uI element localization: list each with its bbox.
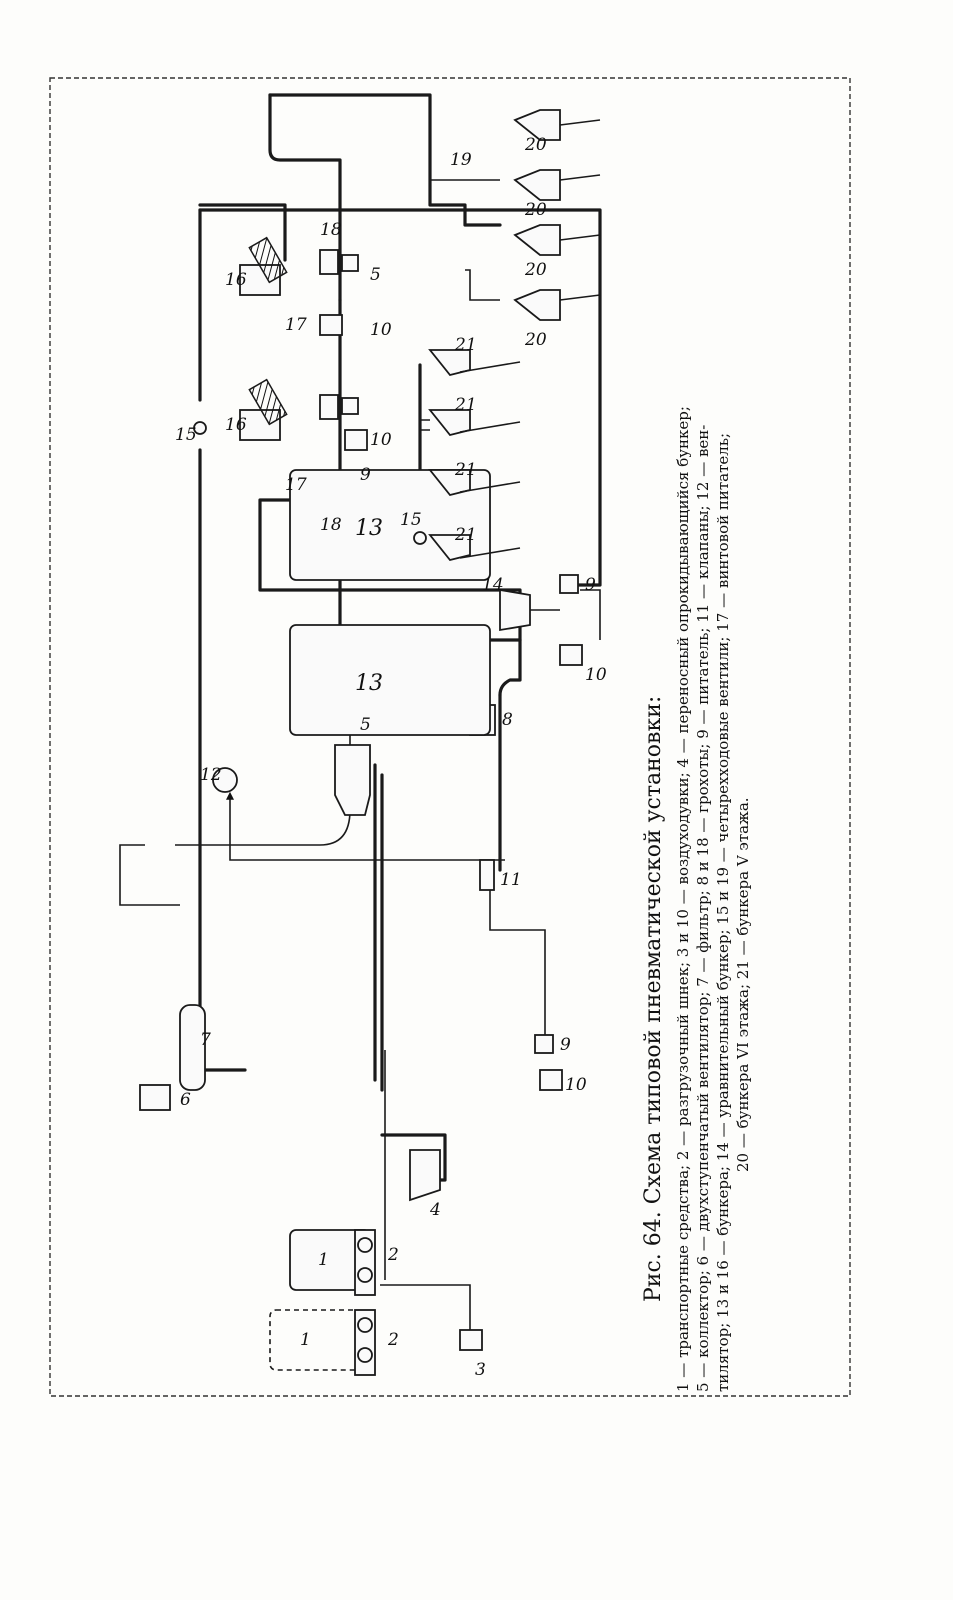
label-hopper-20a: 20 <box>524 330 547 350</box>
label-feeder-9c: 9 <box>360 465 371 485</box>
label-valve-15b: 15 <box>400 510 422 530</box>
caption-title: Рис. 64. Схема типовой пневматической ус… <box>641 696 666 1302</box>
figure-frame <box>49 77 851 1397</box>
feeder-9b <box>559 574 579 594</box>
label-screw-17b: 17 <box>285 315 307 335</box>
label-valve-11: 11 <box>500 870 522 890</box>
label-screen-8: 8 <box>502 710 513 730</box>
label-hopper-21d: 21 <box>454 335 477 355</box>
label-blower-3: 3 <box>475 1360 486 1380</box>
collector-5 <box>334 744 371 816</box>
screw-roller-3 <box>357 1317 373 1333</box>
label-blower-10a: 10 <box>565 1075 587 1095</box>
label-hopper-16a: 16 <box>225 415 247 435</box>
valve-11 <box>479 859 495 891</box>
blower-10b <box>559 644 583 666</box>
screen-18b <box>319 249 339 275</box>
figure-caption: Рис. 64. Схема типовой пневматической ус… <box>641 406 752 1392</box>
fan-12 <box>212 767 238 793</box>
fan-6 <box>139 1084 171 1111</box>
screw-feeder-17b <box>248 236 288 284</box>
pipe-fan-12 <box>226 791 505 861</box>
label-blower-10b: 10 <box>585 665 607 685</box>
filter-7 <box>179 1004 206 1091</box>
pipe-return-upper <box>198 208 602 587</box>
hopper-20-outlets <box>559 119 601 301</box>
screw-roller-1 <box>357 1237 373 1253</box>
label-hopper-16b: 16 <box>225 270 247 290</box>
silo-13a <box>289 469 491 581</box>
blower-10a <box>539 1069 563 1091</box>
pipe-right-main <box>268 93 342 302</box>
label-screw-17a: 17 <box>285 475 307 495</box>
label-screw-a: 2 <box>387 1245 399 1265</box>
pipe-upper-feed <box>198 448 247 1072</box>
screw-roller-4 <box>357 1347 373 1363</box>
screw-feeder-17a <box>248 378 288 426</box>
label-hopper-21b: 21 <box>454 460 477 480</box>
caption-legend-line-1: 1 — транспортные средства; 2 — разгрузоч… <box>674 406 692 1392</box>
label-fan-12: 12 <box>200 765 222 785</box>
label-eq-hopper-14: 14 <box>482 575 504 595</box>
label-screw-b: 2 <box>387 1330 399 1350</box>
pipe-right-branch <box>198 203 287 262</box>
hopper-20c <box>513 169 561 201</box>
label-screen-18a: 18 <box>320 515 342 535</box>
blower-3 <box>459 1329 483 1351</box>
tipping-hopper-4 <box>409 1149 441 1202</box>
pipe-riser-2 <box>498 638 522 697</box>
caption-legend-line-3: тилятор; 13 и 16 — бункера; 14 — уравнит… <box>714 433 732 1392</box>
label-valve-15a: 15 <box>175 425 197 445</box>
label-valve-19: 19 <box>450 150 472 170</box>
feeder-9c <box>341 397 359 415</box>
label-fan-6: 6 <box>180 1090 191 1110</box>
label-hopper-20b: 20 <box>524 260 547 280</box>
label-hopper-21a: 21 <box>454 525 477 545</box>
label-transport: 1 <box>318 1250 329 1270</box>
hopper-21a <box>428 534 471 562</box>
label-hopper-4: 4 <box>429 1200 441 1220</box>
hopper-20b <box>513 224 561 256</box>
valve-15a <box>193 421 207 435</box>
pipe-fan-to-filter <box>119 844 180 906</box>
caption-legend-line-4: 20 — бункера VI этажа; 21 — бункера V эт… <box>734 797 752 1172</box>
pipe-feeder-to-valve <box>486 866 546 1050</box>
label-silo-13b: 13 <box>355 671 383 696</box>
caption-legend-line-2: 5 — коллектор; 6 — двухступенчатый венти… <box>694 425 712 1392</box>
pipe-to-20a <box>268 93 502 227</box>
valve-15b <box>413 531 427 545</box>
pipe-blower-3 <box>380 1284 471 1340</box>
label-hopper-21c: 21 <box>454 395 477 415</box>
label-transport-dashed: 1 <box>300 1330 311 1350</box>
screw-roller-2 <box>357 1267 373 1283</box>
label-feeder-9b: 9 <box>585 575 596 595</box>
label-feeder-5b: 5 <box>370 265 381 285</box>
hopper-21-outlets <box>459 361 521 559</box>
pipe-to-20c <box>465 269 500 301</box>
pipe-eq-to-feeder <box>580 589 601 640</box>
label-hopper-20d: 20 <box>524 135 547 155</box>
hopper-20a <box>513 289 561 321</box>
blower-10d <box>319 314 343 336</box>
label-hopper-20c: 20 <box>524 200 547 220</box>
label-feeder-9a: 9 <box>560 1035 571 1055</box>
equalizing-hopper-14 <box>499 588 531 632</box>
feeder-5b <box>341 254 359 272</box>
screen-18a <box>319 394 339 420</box>
label-silo-13a: 13 <box>355 516 383 541</box>
feeder-9a <box>534 1034 554 1054</box>
label-filter-7: 7 <box>200 1030 211 1050</box>
silo-13b <box>289 624 491 736</box>
label-blower-10d: 10 <box>370 320 392 340</box>
label-collector-5: 5 <box>360 715 371 735</box>
transport-vehicle-dashed <box>269 1309 361 1371</box>
label-blower-10c: 10 <box>370 430 392 450</box>
blower-10c <box>344 429 368 451</box>
label-screen-18b: 18 <box>320 220 342 240</box>
